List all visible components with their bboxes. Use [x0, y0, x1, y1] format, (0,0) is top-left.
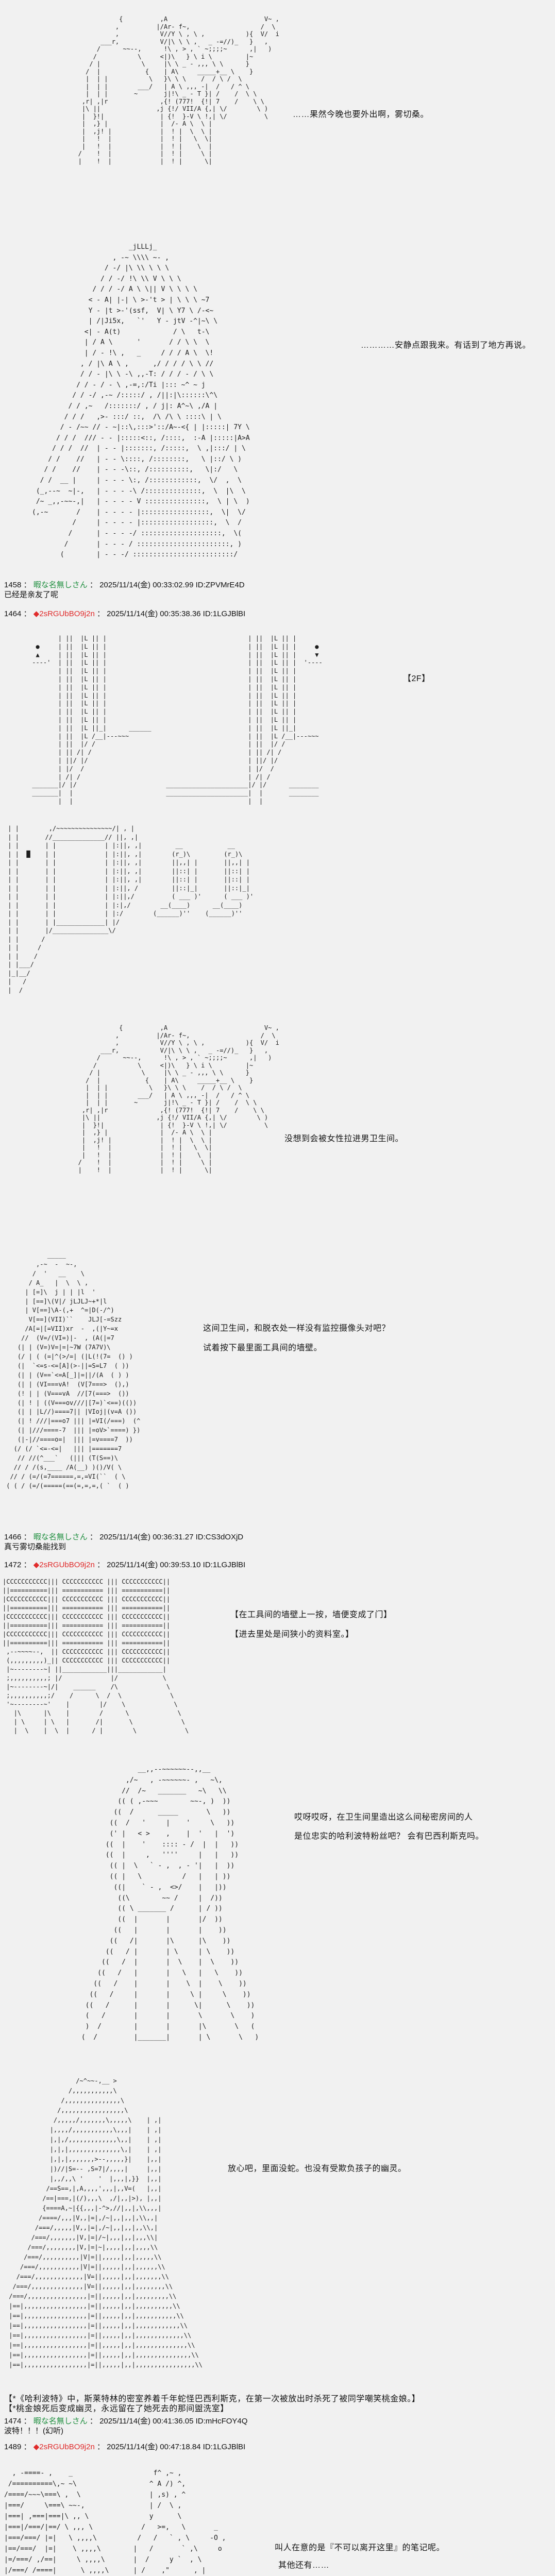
- post-author-name: ◆2sRGUbBO9j2n: [33, 609, 95, 618]
- post-author-name: ◆2sRGUbBO9j2n: [33, 1561, 95, 1569]
- post-datetime-id: 2025/11/14(金) 00:41:36.05 ID:mHcFOY4Q: [99, 2417, 248, 2426]
- dialogue-text: 其他还有……: [278, 2561, 330, 2570]
- post-author-name: ◆2sRGUbBO9j2n: [33, 2443, 95, 2451]
- aa-naegi-kirigiri-room: { ,A V~ , , |/Ar- f~, / \ , V//Y \ , \ ,…: [78, 15, 279, 165]
- post-number: 1464: [4, 609, 22, 618]
- post-body-text: 真亏雾切桑能找到: [4, 1543, 66, 1551]
- post: 1466 ： 暇な名無しさん ： 2025/11/14(金) 00:36:31.…: [4, 1532, 243, 1552]
- post-datetime-id: 2025/11/14(金) 00:33:02.99 ID:ZPVMrE4D: [99, 581, 245, 589]
- post: 1489 ： ◆2sRGUbBO9j2n ： 2025/11/14(金) 00:…: [4, 2442, 245, 2452]
- post-body-text: 波特！！！(幻听): [4, 2427, 63, 2435]
- aa-corridor-2f: | || |L || | | || |L || | ● | || |L || |…: [32, 635, 323, 805]
- post: 1474 ： 暇な名無しさん ： 2025/11/14(金) 00:41:36.…: [4, 2416, 247, 2436]
- post-author-name: 暇な名無しさん: [33, 2417, 88, 2426]
- post-number: 1474: [4, 2417, 22, 2426]
- aa-naegi-kirigiri-washroom: { ,A V~ , , |/Ar- f~, / \ , V//Y \ , \ ,…: [78, 1024, 279, 1174]
- post-datetime-id: 2025/11/14(金) 00:36:31.27 ID:CS3dOXjD: [99, 1533, 244, 1541]
- aa-kirigiri-search-wall: _____ ,-~ - ~-, / ' __ \ / A_ | \ \ , | …: [6, 1251, 141, 1489]
- post-author-name: 暇な名無しさん: [33, 1533, 88, 1541]
- post-number: 1472: [4, 1561, 22, 1569]
- post: 1464 ： ◆2sRGUbBO9j2n ： 2025/11/14(金) 00:…: [4, 609, 245, 619]
- post: 1472 ： ◆2sRGUbBO9j2n ： 2025/11/14(金) 00:…: [4, 1560, 245, 1570]
- post-header: 1466 ： 暇な名無しさん ： 2025/11/14(金) 00:36:31.…: [4, 1533, 244, 1541]
- post-datetime-id: 2025/11/14(金) 00:39:53.10 ID:1LGJBlBI: [107, 1561, 246, 1569]
- aa-kirigiri-notes: , -====- , _ f^ ,~ , /==========\,~ ~\ ^…: [4, 2469, 226, 2574]
- dialogue-text: ……果然今晚也要外出啊，雾切桑。: [293, 110, 429, 119]
- dialogue-text: 【2F】: [403, 674, 430, 683]
- dialogue-text: …………安静点跟我来。有话到了地方再说。: [361, 341, 531, 350]
- post-header: 1464 ： ◆2sRGUbBO9j2n ： 2025/11/14(金) 00:…: [4, 609, 246, 618]
- dialogue-text: 【在工具间的墙壁上一按，墙便变成了门】: [230, 1611, 392, 1619]
- dialogue-text: 【*《哈利波特》中，斯莱特林的密室养着千年蛇怪巴西利斯克，在第一次被放出时杀死了…: [4, 2395, 421, 2403]
- post-author-name: 暇な名無しさん: [33, 581, 88, 589]
- post-number: 1489: [4, 2443, 22, 2451]
- post-header: 1472 ： ◆2sRGUbBO9j2n ： 2025/11/14(金) 00:…: [4, 1561, 246, 1569]
- dialogue-text: 叫人在意的是『不可以离开这里』的笔记呢。: [275, 2544, 445, 2552]
- aa-washroom-door: | | ,/~~~~~~~~~~~~~~~/| , | | | //______…: [8, 825, 254, 994]
- dialogue-text: 哎呀哎呀，在卫生间里造出这么间秘密房间的人: [294, 1813, 473, 1822]
- dialogue-text: 是位忠实的哈利波特粉丝吧？ 会有巴西利斯克吗。: [294, 1832, 484, 1841]
- post: 1458 ： 暇な名無しさん ： 2025/11/14(金) 00:33:02.…: [4, 580, 245, 600]
- post-number: 1466: [4, 1533, 22, 1541]
- dialogue-text: 放心吧，里面没蛇。也没有受欺负孩子的幽灵。: [228, 2164, 407, 2173]
- dialogue-text: 试着按下最里面工具间的墙壁。: [203, 1344, 323, 1352]
- post-header: 1458 ： 暇な名無しさん ： 2025/11/14(金) 00:33:02.…: [4, 581, 245, 589]
- post-datetime-id: 2025/11/14(金) 00:47:18.84 ID:1LGJBlBI: [107, 2443, 246, 2451]
- aa-kirigiri-long-hair: _jLLLj_ , -~ \\\\ ~- , / -/ |\ \\ \ \ \ …: [32, 243, 250, 559]
- post-datetime-id: 2025/11/14(金) 00:35:38.36 ID:1LGJBlBI: [107, 609, 246, 618]
- post-header: 1474 ： 暇な名無しさん ： 2025/11/14(金) 00:41:36.…: [4, 2417, 248, 2426]
- dialogue-text: 【*桃金娘死后变成幽灵，永远留在了她死去的那间盥洗室】: [4, 2404, 229, 2413]
- aa-kirigiri-hood: /~^~~-,__ > /,,,,,,,,,,,\ /,,,,,,,,,,,,,…: [9, 2077, 203, 2368]
- dialogue-text: 【进去里处是间狭小的资料室。】: [230, 1630, 354, 1639]
- post-header: 1489 ： ◆2sRGUbBO9j2n ： 2025/11/14(金) 00:…: [4, 2443, 246, 2451]
- post-body-text: 已经是亲友了呢: [4, 590, 59, 599]
- aa-secret-bookshelf: |CCCCCCCCCCC||| CCCCCCCCCCC ||| CCCCCCCC…: [3, 1578, 189, 1734]
- aa-enoshima-figure: __,,--~~~~~~--,,__ ,/~ , -~~~~~~- , ~\, …: [81, 1766, 259, 2041]
- dialogue-text: 没想到会被女性拉进男卫生间。: [284, 1134, 404, 1143]
- post-number: 1458: [4, 581, 22, 589]
- dialogue-text: 这间卫生间，和脱衣处一样没有监控摄像头对吧？: [203, 1324, 391, 1333]
